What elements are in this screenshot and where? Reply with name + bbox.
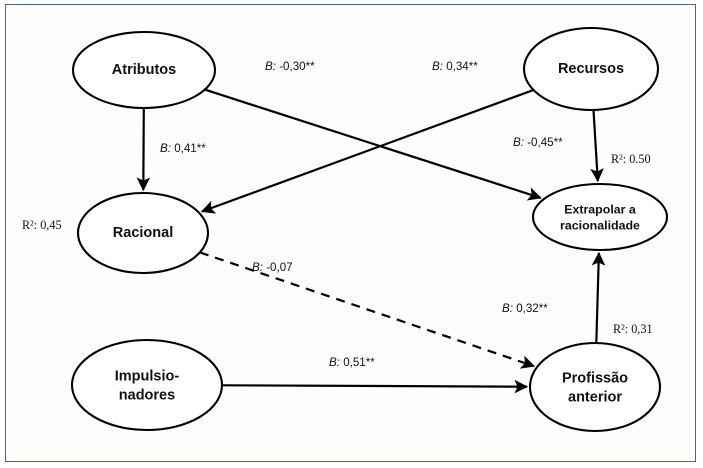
node-label-profissao-line2: anterior <box>568 389 622 405</box>
edge-label-recursos-to-extrapolar: B: -0,45** <box>513 136 563 149</box>
path-arrow-atributos-to-racional <box>136 107 151 192</box>
r2-racional: R²: 0,45 <box>22 218 62 232</box>
edge-label-recursos-to-racional: B: 0,34** <box>432 60 478 73</box>
edge-label-racional-to-profissao: B: -0,07 <box>252 261 293 274</box>
node-label-impulsio-line2: nadores <box>119 387 175 403</box>
r2-extrapolar: R²: 0.50 <box>611 152 651 166</box>
node-ellipse-impulsio <box>70 338 224 432</box>
node-label-extrapolar: Extrapolar a <box>564 202 636 216</box>
node-label-racional: Racional <box>113 225 173 241</box>
path-arrow-atributos-to-extrapolar <box>204 88 542 201</box>
node-profissao[interactable]: Profissão anterior <box>528 341 662 433</box>
edges-layer <box>136 88 606 394</box>
node-extrapolar[interactable]: Extrapolar a racionalidade <box>531 182 669 252</box>
node-ellipse-extrapolar <box>531 182 669 252</box>
edge-label-profissao-to-extrapolar: B: 0,32** <box>502 302 548 315</box>
node-label-profissao: Profissão <box>562 370 628 386</box>
edge-label-atributos-to-racional: B: 0,41** <box>160 142 206 155</box>
node-recursos[interactable]: Recursos <box>522 26 660 112</box>
edge-label-atributos-to-extrapolar: B: -0,30** <box>265 60 315 73</box>
path-arrow-impulsio-to-profissao <box>221 379 529 394</box>
edge-labels-layer: B: -0,30** B: 0,34** B: 0,41** B: -0,45** B:… <box>160 60 563 369</box>
path-arrow-recursos-to-racional <box>200 88 534 214</box>
node-atributos[interactable]: Atributos <box>71 30 217 110</box>
node-ellipse-profissao <box>528 341 662 433</box>
node-ellipse-recursos <box>522 26 660 112</box>
node-racional[interactable]: Racional <box>76 191 210 275</box>
node-label-impulsio: Impulsio- <box>115 368 180 384</box>
node-label-atributos: Atributos <box>112 62 176 78</box>
node-ellipse-racional <box>76 191 210 275</box>
path-arrow-racional-to-profissao <box>199 251 536 369</box>
node-impulsio[interactable]: Impulsio-nadores <box>70 338 224 432</box>
path-arrow-profissao-to-extrapolar <box>591 251 606 344</box>
node-label-extrapolar-line2: racionalidade <box>560 218 640 232</box>
edge-label-impulsio-to-profissao: B: 0,51** <box>329 356 375 369</box>
node-label-recursos: Recursos <box>558 61 624 77</box>
node-ellipse-atributos <box>71 30 217 110</box>
path-arrow-recursos-to-extrapolar <box>590 109 604 183</box>
r2-profissao: R²: 0,31 <box>613 322 653 336</box>
